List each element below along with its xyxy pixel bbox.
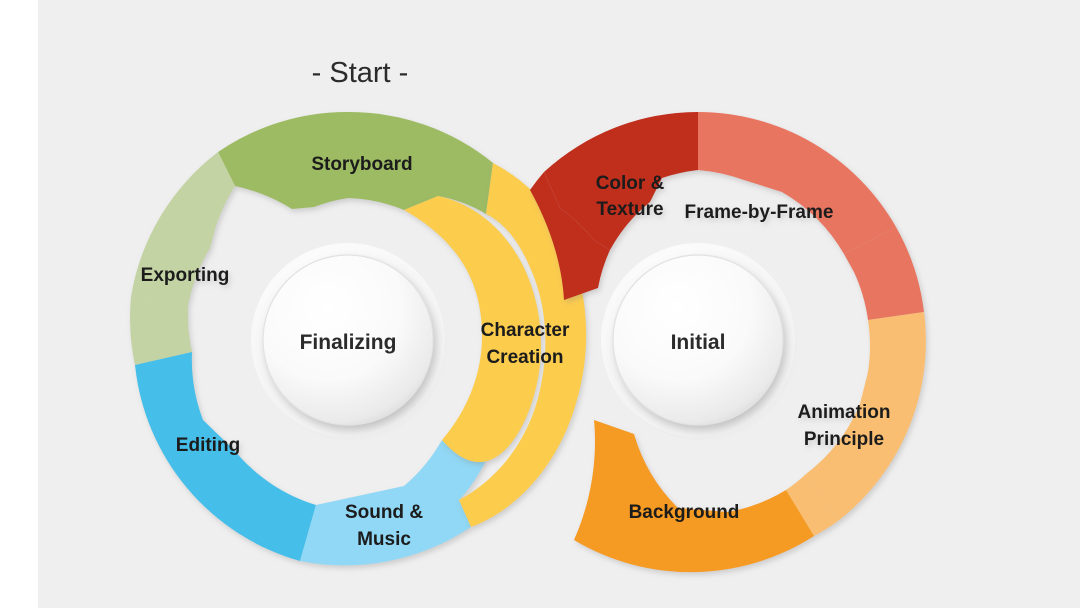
segment-frame-by-frame[interactable]: Frame-by-Frame — [685, 112, 924, 320]
segment-character-creation-band[interactable] — [459, 163, 587, 527]
segment-exporting-shape-b[interactable] — [130, 297, 192, 365]
segment-storyboard-shape-b[interactable] — [218, 111, 348, 209]
segment-background-label: Background — [629, 502, 740, 523]
segment-color-texture[interactable]: Color & Texture — [530, 112, 698, 300]
segment-editing-shape[interactable] — [135, 352, 316, 561]
segment-sound-music-label-line2: Music — [357, 529, 411, 550]
segment-character-creation-core[interactable] — [404, 196, 541, 463]
segment-sound-music-shape[interactable] — [300, 440, 486, 566]
segment-color-texture-shape[interactable] — [544, 112, 698, 250]
segment-animation-principle[interactable]: Animation Principle — [786, 312, 926, 536]
hub-initial-outline — [612, 254, 784, 426]
hub-initial-label: Initial — [671, 331, 726, 354]
segment-editing-label: Editing — [176, 435, 240, 456]
hub-initial[interactable]: Initial — [601, 243, 795, 437]
segment-sound-music[interactable]: Sound & Music — [300, 440, 486, 566]
segment-frame-by-frame-label: Frame-by-Frame — [685, 202, 834, 223]
start-title: - Start - — [312, 57, 409, 89]
process-cycle-diagram: Storyboard Exporting Editing Sound & — [130, 57, 926, 573]
left-cycle-group: Storyboard Exporting Editing Sound & — [130, 111, 493, 566]
segment-exporting-label: Exporting — [141, 265, 230, 286]
segment-animation-principle-label-line1: Animation — [798, 402, 891, 423]
segment-character-creation-label-line1: Character — [481, 320, 570, 341]
segment-animation-principle-label-line2: Principle — [804, 429, 884, 450]
segment-sound-music-label-line1: Sound & — [345, 502, 423, 523]
segment-storyboard-label: Storyboard — [311, 154, 412, 175]
segment-storyboard-shape[interactable] — [348, 111, 493, 214]
segment-color-texture-shape-b[interactable] — [530, 172, 610, 300]
segment-frame-by-frame-shape[interactable] — [698, 112, 896, 254]
right-cycle-group: Color & Texture Frame-by-Frame Animation… — [530, 112, 926, 573]
segment-animation-principle-shape-b[interactable] — [786, 474, 838, 536]
hub-finalizing-outline — [262, 254, 434, 426]
hub-initial-disc[interactable] — [613, 255, 783, 425]
segment-frame-by-frame-shape-b[interactable] — [844, 227, 924, 320]
segment-storyboard[interactable]: Storyboard — [218, 111, 493, 214]
segment-exporting[interactable]: Exporting — [130, 152, 235, 365]
segment-animation-principle-shape[interactable] — [806, 312, 926, 521]
segment-exporting-shape[interactable] — [131, 152, 235, 306]
segment-color-texture-label-line2: Texture — [596, 199, 663, 220]
hub-finalizing[interactable]: Finalizing — [251, 243, 445, 437]
hub-finalizing-disc[interactable] — [263, 255, 433, 425]
segment-character-creation-label-line2: Creation — [486, 347, 563, 368]
hub-finalizing-label: Finalizing — [300, 331, 397, 354]
segment-character-creation[interactable]: Character Creation — [404, 163, 587, 527]
segment-editing[interactable]: Editing — [135, 352, 316, 561]
segment-color-texture-label-line1: Color & — [596, 173, 665, 194]
slide-canvas: Storyboard Exporting Editing Sound & — [38, 0, 1080, 608]
segment-background-shape[interactable] — [574, 420, 814, 573]
segment-background[interactable]: Background — [574, 420, 814, 573]
